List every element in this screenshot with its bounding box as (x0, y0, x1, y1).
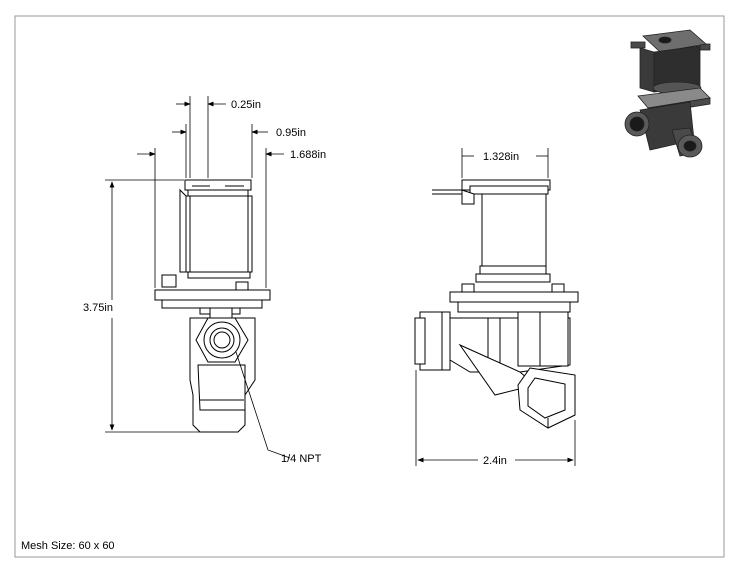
dim-0-25in: 0.25in (231, 99, 261, 111)
dim-3-75in: 3.75in (83, 302, 113, 314)
dim-0-95in: 0.95in (276, 127, 306, 139)
dim-1-328in: 1.328in (483, 151, 519, 163)
side-view (414, 179, 579, 429)
side-dimensions (415, 148, 576, 466)
dim-1-688in: 1.688in (290, 149, 326, 161)
thread-callout: 1/4 NPT (281, 453, 322, 465)
mesh-size-label: Mesh Size: 60 x 60 (21, 540, 115, 552)
dim-2-4in: 2.4in (483, 455, 507, 467)
front-view (154, 179, 271, 433)
sheet-border (14, 15, 725, 558)
isometric-view (624, 29, 711, 158)
front-dimensions (105, 96, 291, 459)
